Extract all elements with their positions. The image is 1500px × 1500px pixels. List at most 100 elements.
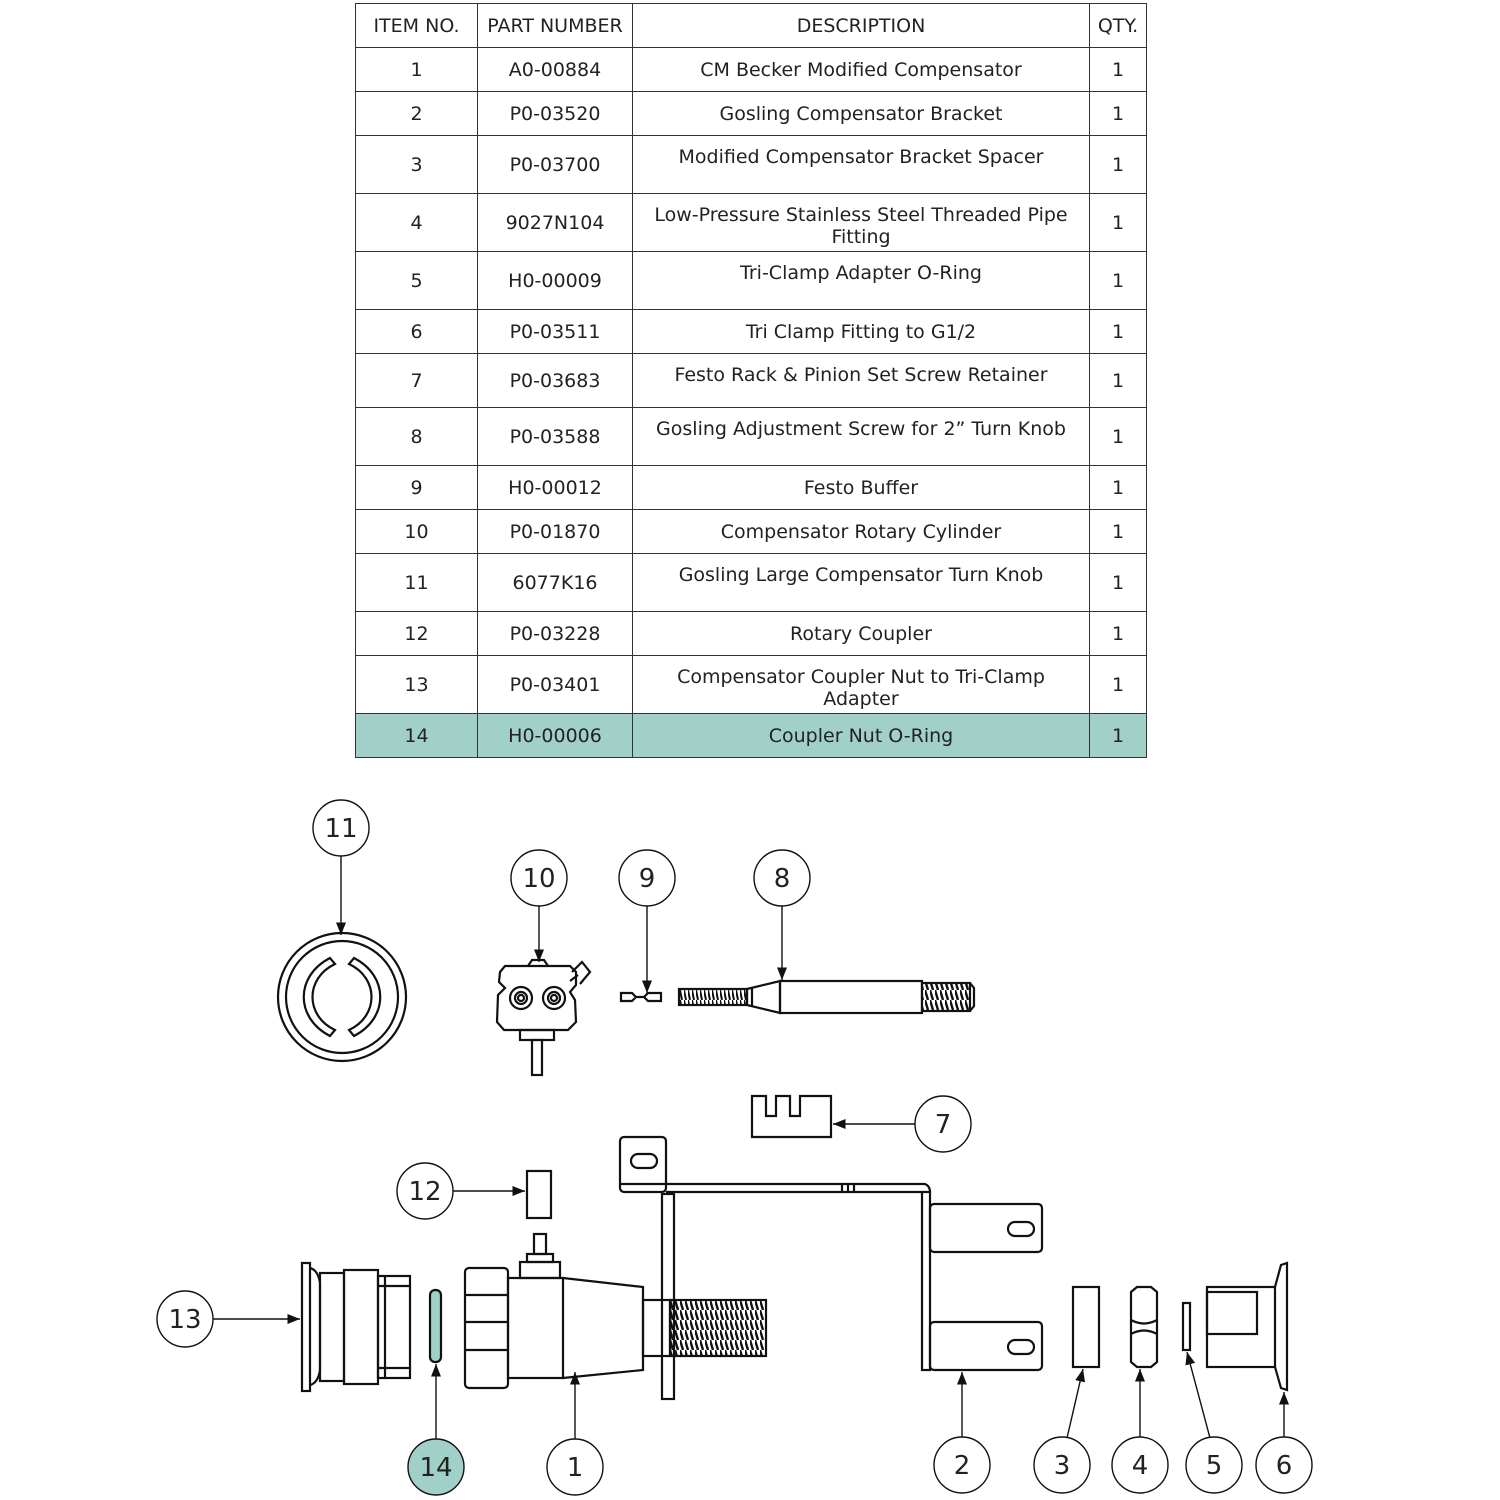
- bom-item-no: 8: [355, 407, 478, 466]
- callout-2-label: 2: [954, 1451, 971, 1481]
- leader-lines: [213, 856, 1290, 1440]
- bom-description: CM Becker Modified Compensator: [632, 47, 1090, 92]
- bom-part-number: 6077K16: [477, 553, 633, 612]
- bom-description: Gosling Large Compensator Turn Knob: [632, 553, 1090, 612]
- bom-description: Festo Rack & Pinion Set Screw Retainer: [632, 353, 1090, 408]
- bom-header-row: ITEM NO. PART NUMBER DESCRIPTION QTY.: [355, 3, 1147, 48]
- callout-3-label: 3: [1054, 1451, 1071, 1481]
- bom-item-no: 12: [355, 611, 478, 656]
- bom-description: Modified Compensator Bracket Spacer: [632, 135, 1090, 194]
- bom-part-number: P0-03683: [477, 353, 633, 408]
- part-compensator-drawing: [463, 1192, 768, 1401]
- bom-item-no: 13: [355, 655, 478, 714]
- part-set-screw-retainer-drawing: [750, 1094, 833, 1139]
- callout-4-label: 4: [1132, 1451, 1149, 1481]
- callout-8-balloon: [753, 849, 811, 907]
- bom-item-no: 2: [355, 91, 478, 136]
- callout-1-label: 1: [567, 1453, 584, 1483]
- callout-5-label: 5: [1206, 1451, 1223, 1481]
- callout-3-balloon: [1033, 1436, 1091, 1494]
- bom-item-no: 6: [355, 309, 478, 354]
- bom-item-no: 9: [355, 465, 478, 510]
- callout-10-balloon: [510, 849, 568, 907]
- callout-12-label: 12: [408, 1177, 441, 1207]
- bom-part-number: H0-00006: [477, 713, 633, 758]
- bom-qty: 1: [1089, 407, 1147, 466]
- part-coupler-nut-o-ring-drawing: [428, 1288, 443, 1364]
- bom-item-no: 4: [355, 193, 478, 252]
- header-part-number: PART NUMBER: [477, 3, 633, 48]
- bom-part-number: P0-01870: [477, 509, 633, 554]
- part-turn-knob-drawing: [276, 931, 408, 1063]
- part-tri-clamp-o-ring-drawing: [1181, 1301, 1192, 1352]
- part-coupler-nut-drawing: [300, 1261, 412, 1393]
- callout-13-balloon: [156, 1290, 214, 1348]
- part-adjustment-screw-drawing: [677, 979, 976, 1015]
- header-item-no: ITEM NO.: [355, 3, 478, 48]
- callout-7-label: 7: [935, 1110, 952, 1140]
- bom-qty: 1: [1089, 193, 1147, 252]
- bom-qty: 1: [1089, 655, 1147, 714]
- bom-qty: 1: [1089, 465, 1147, 510]
- bom-part-number: P0-03520: [477, 91, 633, 136]
- callout-2-balloon: [933, 1436, 991, 1494]
- callout-14-balloon: [407, 1438, 465, 1496]
- bom-description: Tri-Clamp Adapter O-Ring: [632, 251, 1090, 310]
- callout-9-balloon: [618, 849, 676, 907]
- callout-12-balloon: [396, 1162, 454, 1220]
- callout-11-label: 11: [324, 814, 357, 844]
- bom-qty: 1: [1089, 553, 1147, 612]
- bom-description: Coupler Nut O-Ring: [632, 713, 1090, 758]
- callout-13-label: 13: [168, 1305, 201, 1335]
- bom-description: Tri Clamp Fitting to G1/2: [632, 309, 1090, 354]
- callout-9-label: 9: [639, 864, 656, 894]
- bom-qty: 1: [1089, 91, 1147, 136]
- callout-6-balloon: [1255, 1436, 1313, 1494]
- bom-part-number: P0-03700: [477, 135, 633, 194]
- bom-description: Compensator Coupler Nut to Tri-Clamp Ada…: [632, 655, 1090, 714]
- bom-item-no: 14: [355, 713, 478, 758]
- bom-qty: 1: [1089, 135, 1147, 194]
- callout-5-balloon: [1185, 1436, 1243, 1494]
- bom-description: Gosling Compensator Bracket: [632, 91, 1090, 136]
- bom-description: Festo Buffer: [632, 465, 1090, 510]
- bom-item-no: 11: [355, 553, 478, 612]
- header-qty: QTY.: [1089, 3, 1147, 48]
- bom-qty: 1: [1089, 47, 1147, 92]
- part-rotary-cylinder-drawing: [495, 958, 592, 1077]
- callout-11-balloon: [312, 799, 370, 857]
- bom-part-number: P0-03401: [477, 655, 633, 714]
- callout-10-label: 10: [522, 864, 555, 894]
- part-tri-clamp-fitting-drawing: [1205, 1261, 1289, 1392]
- part-compensator-bracket-drawing: [618, 1135, 1044, 1372]
- callout-1-balloon: [546, 1438, 604, 1496]
- callout-4-balloon: [1111, 1436, 1169, 1494]
- bom-qty: 1: [1089, 611, 1147, 656]
- part-buffer-drawing: [619, 991, 663, 1003]
- bom-description: Gosling Adjustment Screw for 2” Turn Kno…: [632, 407, 1090, 466]
- bom-description: Rotary Coupler: [632, 611, 1090, 656]
- bom-qty: 1: [1089, 353, 1147, 408]
- bom-item-no: 7: [355, 353, 478, 408]
- part-pipe-fitting-drawing: [1129, 1285, 1159, 1369]
- bom-part-number: P0-03588: [477, 407, 633, 466]
- bom-qty: 1: [1089, 713, 1147, 758]
- bom-part-number: H0-00009: [477, 251, 633, 310]
- bom-description: Compensator Rotary Cylinder: [632, 509, 1090, 554]
- part-rotary-coupler-drawing: [525, 1169, 553, 1220]
- callout-6-label: 6: [1276, 1451, 1293, 1481]
- callout-14-label: 14: [419, 1453, 452, 1483]
